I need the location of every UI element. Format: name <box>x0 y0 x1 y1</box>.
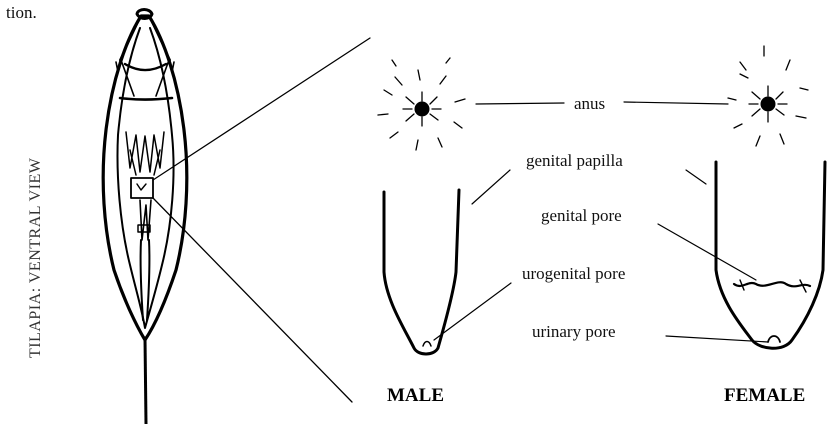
label-male: MALE <box>387 385 444 406</box>
male-urogenital-pore-mark <box>423 342 431 347</box>
female-anus <box>728 46 808 146</box>
vent-mark <box>137 184 146 190</box>
leader-genital-pore <box>658 224 756 280</box>
label-anus: anus <box>574 94 605 113</box>
text-fragment: tion. <box>6 3 37 22</box>
male-anus <box>378 58 465 150</box>
zoom-line-upper <box>153 38 370 180</box>
leader-anus-left <box>476 103 564 104</box>
label-urogenital-pore: urogenital pore <box>522 264 625 283</box>
label-female: FEMALE <box>724 385 805 406</box>
side-title: TILAPIA: VENTRAL VIEW <box>27 157 44 358</box>
fish-body <box>103 10 187 424</box>
label-genital-pore: genital pore <box>541 206 622 225</box>
zoom-line-lower <box>153 198 352 402</box>
female-urinary-pore-mark <box>768 336 780 342</box>
female-papilla <box>716 162 825 348</box>
female-genital-pore-mark <box>734 282 810 286</box>
leader-papilla-female <box>686 170 706 184</box>
leader-papilla-male <box>472 170 510 204</box>
label-urinary-pore: urinary pore <box>532 322 616 341</box>
leader-urogenital-pore <box>434 283 511 340</box>
label-genital-papilla: genital papilla <box>526 151 623 170</box>
leader-anus-right <box>624 102 728 104</box>
